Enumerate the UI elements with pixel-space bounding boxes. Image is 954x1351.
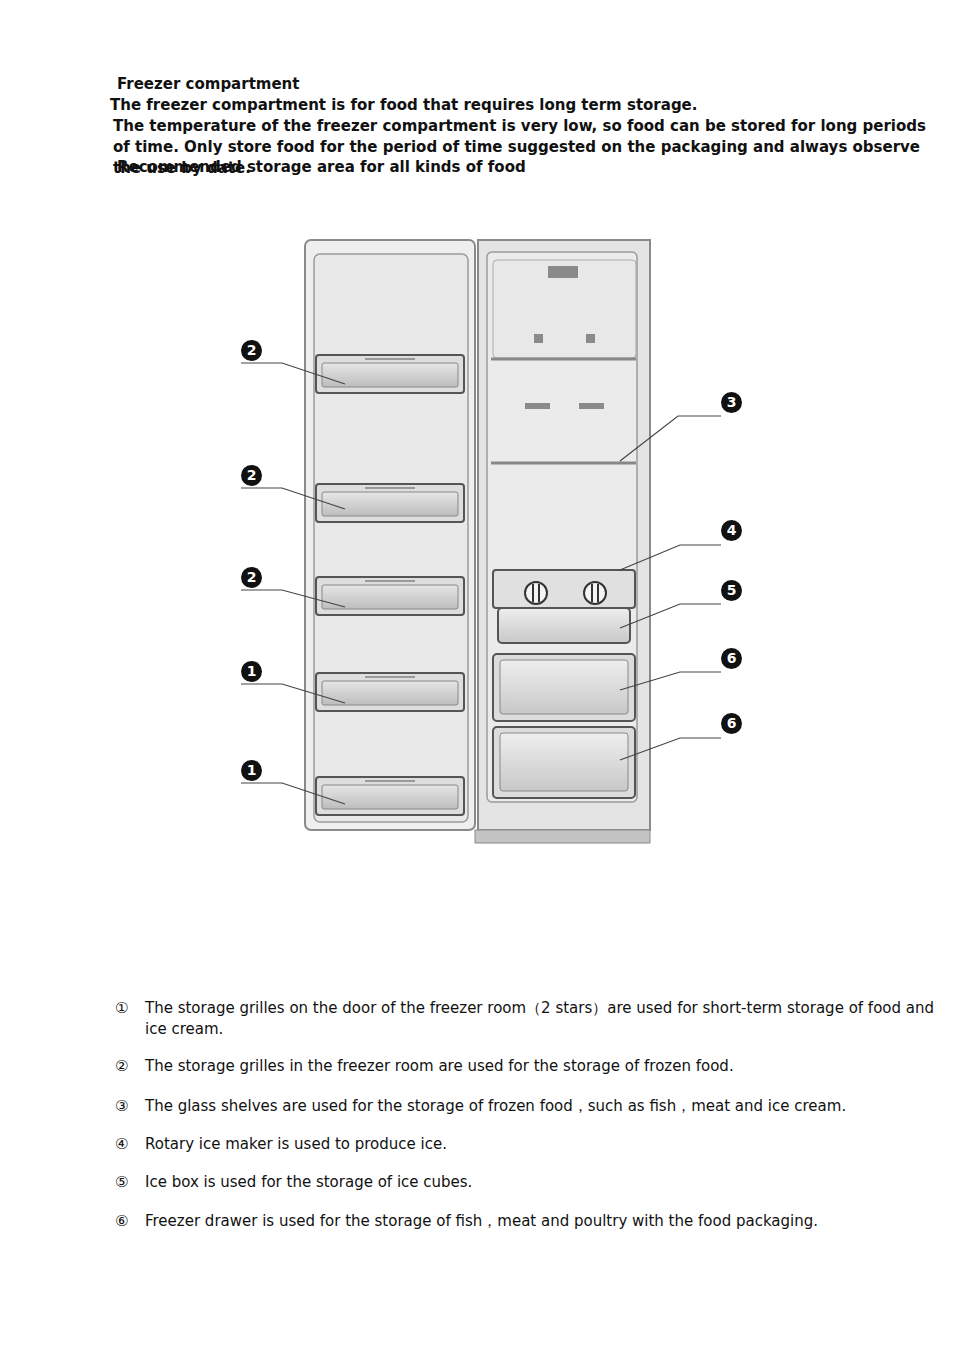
door-bin bbox=[316, 577, 464, 615]
vent-mark bbox=[525, 403, 550, 409]
list-text: Ice box is used for the storage of ice c… bbox=[145, 1172, 945, 1193]
cabinet-outline bbox=[478, 240, 650, 830]
top-panel bbox=[493, 260, 636, 358]
cabinet-base bbox=[475, 830, 650, 843]
intro-text: Recommended storage area for all kinds o… bbox=[117, 157, 717, 178]
door-bin bbox=[316, 355, 464, 393]
panel-mark bbox=[548, 266, 578, 278]
door-bin bbox=[316, 777, 464, 815]
intro-text: The freezer compartment is for food that… bbox=[110, 95, 940, 116]
callout-number: 6 bbox=[721, 648, 742, 669]
ice-maker bbox=[493, 570, 635, 608]
list-marker: ② bbox=[115, 1056, 141, 1077]
door-bin bbox=[316, 673, 464, 711]
callout-number: 4 bbox=[721, 520, 742, 541]
door-liner bbox=[314, 254, 468, 822]
list-marker: ① bbox=[115, 998, 141, 1019]
list-text: The storage grilles on the door of the f… bbox=[145, 998, 945, 1040]
vent-mark bbox=[579, 403, 604, 409]
panel-mark bbox=[586, 334, 595, 343]
list-marker: ④ bbox=[115, 1134, 141, 1155]
door-bins bbox=[316, 355, 464, 815]
door-outline bbox=[305, 240, 475, 830]
callout-number: 2 bbox=[241, 567, 262, 588]
ice-box bbox=[498, 608, 630, 643]
list-text: The glass shelves are used for the stora… bbox=[145, 1096, 945, 1117]
ice-maker-knob bbox=[525, 582, 547, 604]
panel-mark bbox=[534, 334, 543, 343]
list-text: Rotary ice maker is used to produce ice. bbox=[145, 1134, 945, 1155]
callout-number: 2 bbox=[241, 340, 262, 361]
callout-number: 5 bbox=[721, 580, 742, 601]
list-text: Freezer drawer is used for the storage o… bbox=[145, 1211, 945, 1232]
door-bin bbox=[316, 484, 464, 522]
list-marker: ⑤ bbox=[115, 1172, 141, 1193]
cabinet-liner bbox=[487, 252, 637, 802]
callout-number: 1 bbox=[241, 760, 262, 781]
callout-number: 6 bbox=[721, 713, 742, 734]
list-marker: ⑥ bbox=[115, 1211, 141, 1232]
list-marker: ③ bbox=[115, 1096, 141, 1117]
callout-number: 2 bbox=[241, 465, 262, 486]
glass-shelf bbox=[491, 358, 636, 361]
freezer-drawer bbox=[493, 654, 635, 721]
freezer-drawer bbox=[493, 727, 635, 798]
callout-number: 3 bbox=[721, 392, 742, 413]
leader-lines bbox=[241, 363, 721, 804]
callout-number: 1 bbox=[241, 661, 262, 682]
section-heading: Freezer compartment bbox=[117, 74, 299, 95]
ice-maker-knob bbox=[584, 582, 606, 604]
list-text: The storage grilles in the freezer room … bbox=[145, 1056, 945, 1077]
glass-shelf bbox=[491, 462, 636, 465]
